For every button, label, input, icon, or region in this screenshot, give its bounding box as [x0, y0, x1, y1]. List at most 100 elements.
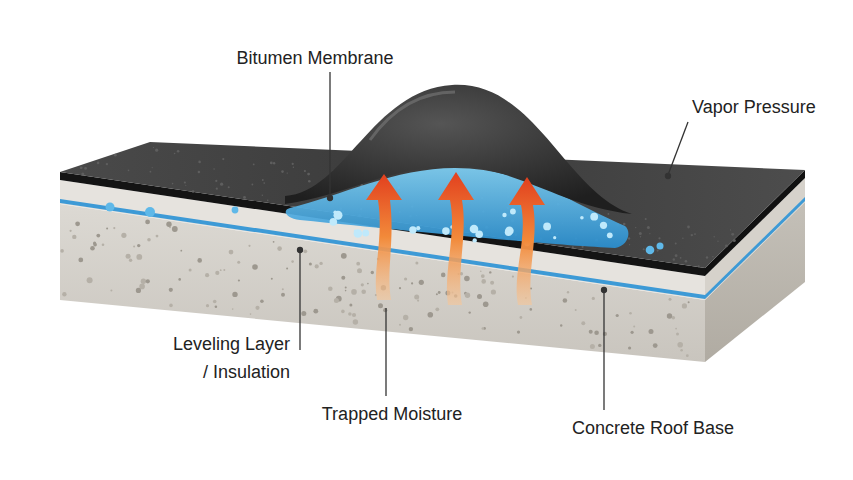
aggregate-dot — [409, 327, 413, 331]
leader-line — [329, 72, 330, 197]
grain-dot — [215, 180, 217, 182]
grain-dot — [687, 226, 690, 229]
aggregate-dot — [563, 298, 568, 303]
aggregate-dot — [96, 234, 100, 238]
aggregate-dot — [633, 326, 635, 328]
aggregate-dot — [367, 283, 369, 285]
grain-dot — [730, 229, 731, 230]
droplet — [473, 238, 477, 242]
grain-dot — [174, 153, 176, 155]
aggregate-dot — [371, 271, 374, 274]
aggregate-dot — [169, 288, 173, 292]
aggregate-dot — [328, 287, 333, 292]
aggregate-dot — [121, 233, 126, 238]
aggregate-dot — [341, 310, 345, 314]
aggregate-dot — [215, 306, 218, 309]
aggregate-dot — [206, 304, 209, 307]
grain-dot — [673, 258, 675, 260]
aggregate-dot — [517, 331, 520, 334]
grain-dot — [177, 150, 180, 153]
part-label: Trapped Moisture — [322, 400, 462, 428]
aggregate-dot — [93, 242, 96, 245]
aggregate-dot — [414, 294, 419, 299]
droplet — [657, 243, 664, 250]
droplet — [600, 222, 607, 229]
grain-dot — [262, 195, 263, 196]
droplet — [510, 209, 516, 215]
aggregate-dot — [70, 230, 72, 232]
grain-dot — [198, 171, 201, 174]
grain-dot — [694, 233, 696, 235]
aggregate-dot — [178, 278, 181, 281]
droplet — [145, 207, 155, 217]
aggregate-dot — [581, 321, 585, 325]
aggregate-dot — [62, 292, 66, 296]
aggregate-dot — [126, 254, 131, 259]
aggregate-dot — [223, 269, 225, 271]
aggregate-dot — [688, 301, 690, 303]
grain-dot — [192, 190, 195, 193]
part-label: Bitumen Membrane — [236, 44, 393, 72]
grain-dot — [198, 161, 201, 164]
aggregate-dot — [215, 271, 219, 275]
aggregate-dot — [481, 274, 485, 278]
grain-dot — [185, 185, 186, 186]
grain-dot — [628, 237, 630, 239]
droplet — [505, 226, 514, 235]
grain-dot — [657, 250, 659, 252]
aggregate-dot — [682, 303, 687, 308]
aggregate-dot — [415, 261, 418, 264]
aggregate-dot — [232, 292, 237, 297]
aggregate-dot — [260, 299, 264, 303]
grain-dot — [184, 181, 186, 183]
grain-dot — [640, 236, 641, 237]
aggregate-dot — [628, 346, 631, 349]
droplet — [416, 226, 420, 230]
aggregate-dot — [106, 228, 108, 230]
aggregate-dot — [213, 300, 217, 304]
aggregate-dot — [598, 344, 601, 347]
aggregate-dot — [349, 304, 352, 307]
aggregate-dot — [592, 297, 595, 300]
aggregate-dot — [353, 319, 358, 324]
aggregate-dot — [133, 245, 135, 247]
aggregate-dot — [616, 314, 619, 317]
aggregate-dot — [438, 291, 441, 294]
aggregate-dot — [282, 288, 284, 290]
aggregate-dot — [361, 290, 366, 295]
aggregate-dot — [248, 245, 250, 247]
aggregate-dot — [631, 331, 634, 334]
aggregate-dot — [166, 222, 171, 227]
aggregate-dot — [271, 278, 273, 280]
grain-dot — [680, 257, 682, 259]
leader-line — [603, 290, 604, 410]
droplet — [646, 246, 655, 255]
grain-dot — [243, 196, 246, 199]
aggregate-dot — [356, 262, 360, 266]
droplet — [553, 236, 556, 239]
aggregate-dot — [137, 244, 140, 247]
grain-dot — [639, 232, 642, 235]
aggregate-dot — [530, 308, 533, 311]
aggregate-dot — [172, 226, 178, 232]
leader-line — [385, 308, 386, 396]
droplet — [470, 225, 479, 234]
aggregate-dot — [520, 316, 523, 319]
grain-dot — [706, 256, 708, 258]
aggregate-dot — [676, 333, 679, 336]
aggregate-dot — [146, 279, 150, 283]
droplet — [590, 213, 598, 221]
aggregate-dot — [512, 276, 514, 278]
leader-line — [299, 250, 300, 350]
aggregate-dot — [273, 241, 275, 243]
grain-dot — [80, 166, 83, 169]
aggregate-dot — [361, 283, 364, 286]
aggregate-dot — [180, 250, 182, 252]
grain-dot — [675, 242, 677, 244]
grain-dot — [658, 237, 660, 239]
aggregate-dot — [139, 284, 145, 290]
grain-dot — [220, 183, 223, 186]
aggregate-dot — [480, 271, 482, 273]
aggregate-dot — [435, 307, 439, 311]
aggregate-dot — [560, 324, 562, 326]
